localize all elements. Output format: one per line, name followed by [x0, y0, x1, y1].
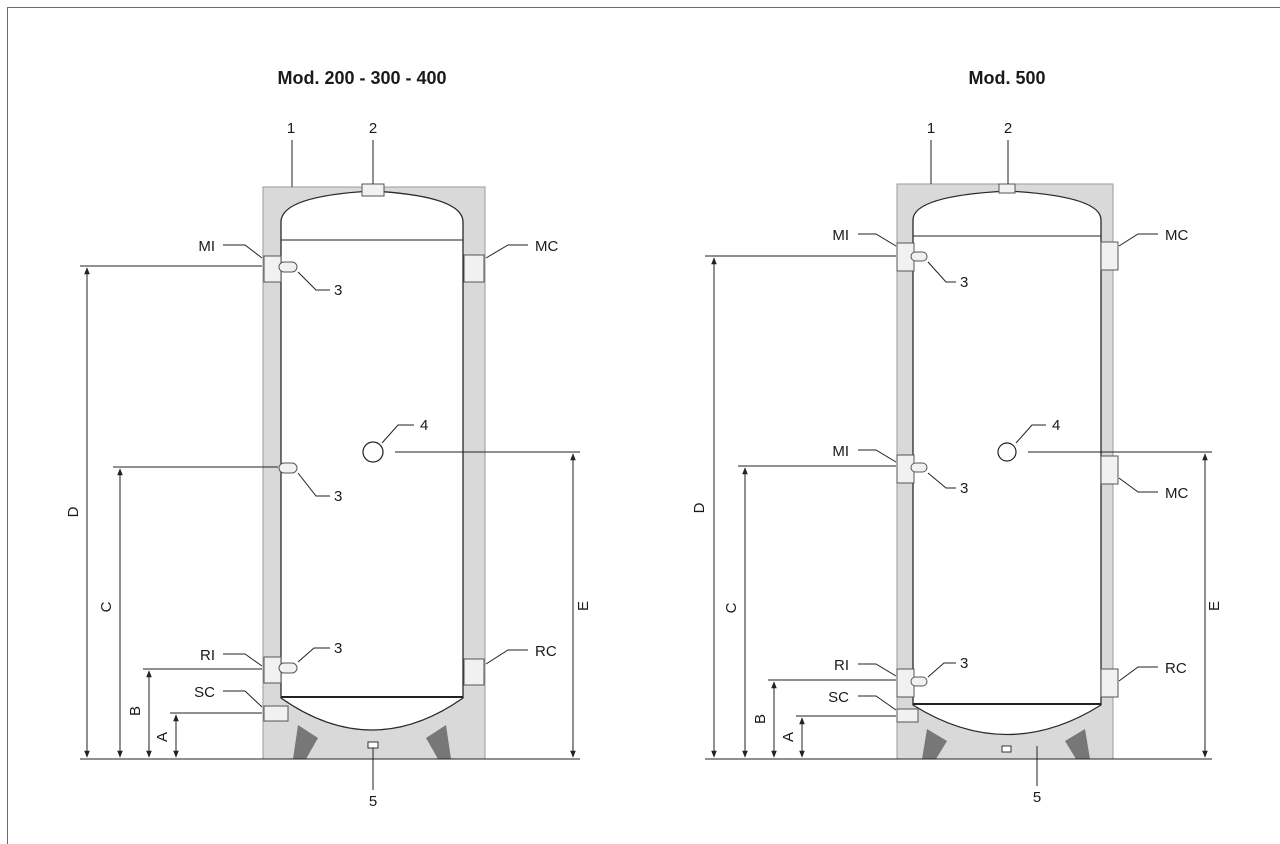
foot-left [922, 729, 947, 759]
leader-3c [927, 662, 956, 678]
dim-label-d: D [65, 506, 82, 517]
port-ri [263, 656, 282, 684]
foot-right [426, 725, 451, 759]
sensor-well-bottom [278, 662, 298, 674]
port-mi [263, 255, 282, 283]
inspection-port [362, 441, 384, 463]
dim-label-b: B [752, 714, 769, 724]
label-sc: SC [194, 684, 215, 701]
port-sc [896, 708, 919, 723]
foot-left [293, 725, 318, 759]
leader-4 [381, 424, 414, 444]
foot-right [1065, 729, 1090, 759]
leader-3a [297, 271, 330, 291]
drain-fitting [1001, 745, 1012, 753]
label-mi-top: MI [832, 227, 849, 244]
sensor-well-top [910, 251, 928, 262]
dim-label-e: E [1206, 601, 1223, 611]
leader-rc [485, 649, 528, 665]
label-ri: RI [200, 647, 215, 664]
port-mc-top [1100, 241, 1119, 271]
callout-2: 2 [1004, 120, 1012, 137]
leader-mi-middle [858, 449, 897, 463]
leader-ri [858, 663, 897, 677]
drawing-frame [7, 7, 1280, 844]
leader-3b [297, 472, 330, 497]
dim-label-d: D [691, 502, 708, 513]
callout-2: 2 [369, 120, 377, 137]
label-mi: MI [198, 238, 215, 255]
callout-1: 1 [287, 120, 295, 137]
callout-1: 1 [927, 120, 935, 137]
label-mc-middle: MC [1165, 485, 1188, 502]
diagram-title: Mod. 200 - 300 - 400 [277, 68, 446, 88]
leader-sc [223, 690, 263, 708]
leader-mc [485, 244, 528, 259]
callout-4: 4 [1052, 417, 1060, 434]
callout-3c: 3 [334, 640, 342, 657]
dim-label-e: E [575, 601, 592, 611]
leader-3a [927, 261, 956, 283]
diagram-right: Mod. 500 1 2 MI MC 3 4 MI [691, 68, 1223, 806]
leader-sc [858, 695, 897, 711]
leader-mi [223, 244, 263, 259]
sensor-well-middle [910, 462, 928, 473]
leader-rc [1118, 666, 1158, 682]
leader-mc-top [1118, 233, 1158, 247]
diagram-left: Mod. 200 - 300 - 400 1 2 MI MC [65, 68, 592, 810]
leader-mi-top [858, 233, 897, 247]
callout-3b: 3 [960, 480, 968, 497]
leader-mc-middle [1118, 477, 1158, 493]
dim-label-b: B [127, 706, 144, 716]
inspection-port [997, 442, 1017, 462]
tank-body [912, 190, 1102, 736]
leader-ri [223, 653, 263, 667]
sensor-well-middle [278, 462, 298, 474]
callout-4: 4 [420, 417, 428, 434]
leader-3c [297, 647, 330, 663]
label-mi-middle: MI [832, 443, 849, 460]
callout-3c: 3 [960, 655, 968, 672]
callout-3b: 3 [334, 488, 342, 505]
dim-label-a: A [154, 732, 171, 742]
port-rc [463, 658, 485, 686]
leader-4 [1015, 424, 1046, 444]
port-mc [463, 254, 485, 283]
callout-3a: 3 [334, 282, 342, 299]
diagram-title: Mod. 500 [968, 68, 1045, 88]
sensor-well-bottom [910, 676, 928, 687]
label-mc: MC [535, 238, 558, 255]
callout-5: 5 [1033, 789, 1041, 806]
top-fitting [998, 183, 1016, 194]
label-mc-top: MC [1165, 227, 1188, 244]
dim-label-a: A [780, 732, 797, 742]
label-ri: RI [834, 657, 849, 674]
port-rc [1100, 668, 1119, 698]
callout-5: 5 [369, 793, 377, 810]
port-sc [263, 705, 289, 722]
sensor-well-top [278, 261, 298, 273]
callout-3a: 3 [960, 274, 968, 291]
port-mc-middle [1100, 455, 1119, 485]
dim-label-c: C [98, 601, 115, 612]
dim-label-c: C [723, 602, 740, 613]
label-rc: RC [1165, 660, 1187, 677]
label-sc: SC [828, 689, 849, 706]
leader-3b [927, 472, 956, 489]
drain-fitting [367, 741, 379, 749]
label-rc: RC [535, 643, 557, 660]
top-fitting [361, 183, 385, 197]
